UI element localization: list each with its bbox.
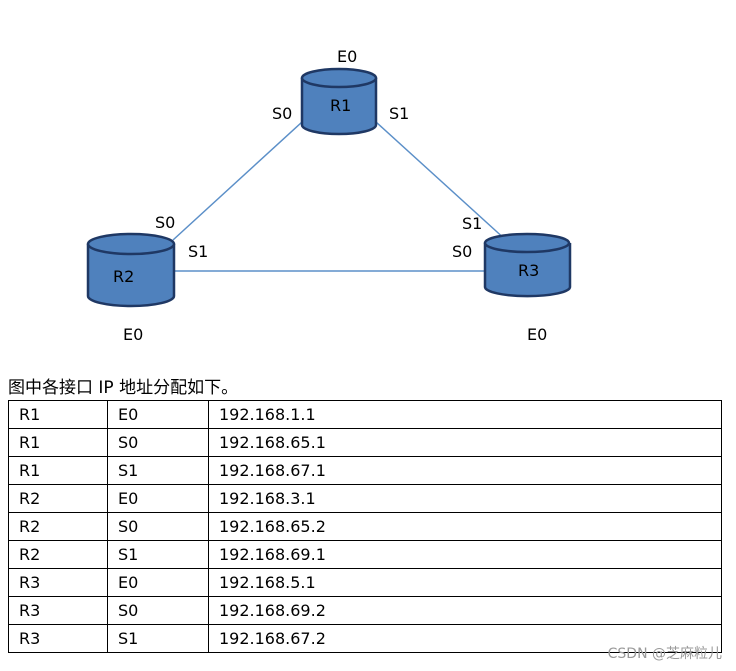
router-cell: R3 bbox=[8, 568, 108, 597]
interface-cell: E0 bbox=[107, 568, 209, 597]
router-cell: R1 bbox=[8, 456, 108, 485]
router-r2-body bbox=[86, 244, 176, 308]
router-cell: R2 bbox=[8, 484, 108, 513]
ip-address-cell: 192.168.1.1 bbox=[208, 400, 722, 429]
ip-address-cell: 192.168.67.2 bbox=[208, 624, 722, 653]
router-r2-name: R2 bbox=[113, 267, 134, 286]
label-r3-s1: S1 bbox=[462, 214, 482, 233]
ip-address-cell: 192.168.5.1 bbox=[208, 568, 722, 597]
label-r2-e0: E0 bbox=[123, 325, 143, 344]
router-r1-top bbox=[300, 67, 378, 89]
watermark: CSDN @芝麻粒儿 bbox=[607, 646, 722, 662]
interface-cell: S1 bbox=[107, 456, 209, 485]
router-r3-top bbox=[483, 232, 571, 254]
interface-cell: S0 bbox=[107, 596, 209, 625]
interface-cell: S0 bbox=[107, 428, 209, 457]
router-cell: R2 bbox=[8, 540, 108, 569]
link-r1-r3 bbox=[375, 121, 508, 242]
ip-address-cell: 192.168.69.1 bbox=[208, 540, 722, 569]
router-r1-name: R1 bbox=[330, 96, 351, 115]
router-cell: R3 bbox=[8, 596, 108, 625]
router-r2-top bbox=[86, 232, 176, 256]
router-r1: R1 bbox=[300, 67, 378, 136]
link-r1-r2 bbox=[172, 121, 303, 241]
label-r1-s0: S0 bbox=[272, 104, 292, 123]
interface-cell: S0 bbox=[107, 512, 209, 541]
interface-cell: E0 bbox=[107, 400, 209, 429]
router-r3-body bbox=[483, 243, 572, 298]
router-r3: R3 bbox=[483, 232, 572, 298]
label-r3-s0: S0 bbox=[452, 242, 472, 261]
router-cell: R1 bbox=[8, 400, 108, 429]
network-topology-diagram: R1 R2 R3 E0 S0 S1 S0 S1 E0 S1 S0 E0 bbox=[86, 47, 572, 344]
label-r1-s1: S1 bbox=[389, 104, 409, 123]
router-r2: R2 bbox=[86, 232, 176, 308]
router-cell: R1 bbox=[8, 428, 108, 457]
ip-address-cell: 192.168.65.2 bbox=[208, 512, 722, 541]
label-r2-s1: S1 bbox=[188, 242, 208, 261]
interface-cell: S1 bbox=[107, 624, 209, 653]
router-r3-name: R3 bbox=[518, 261, 539, 280]
ip-address-cell: 192.168.67.1 bbox=[208, 456, 722, 485]
interface-cell: S1 bbox=[107, 540, 209, 569]
table-caption: 图中各接口 IP 地址分配如下。 bbox=[8, 378, 239, 398]
ip-address-cell: 192.168.69.2 bbox=[208, 596, 722, 625]
router-cell: R3 bbox=[8, 624, 108, 653]
ip-address-cell: 192.168.3.1 bbox=[208, 484, 722, 513]
router-r1-body bbox=[300, 78, 378, 136]
label-r1-e0: E0 bbox=[337, 47, 357, 66]
label-r3-e0: E0 bbox=[527, 325, 547, 344]
router-cell: R2 bbox=[8, 512, 108, 541]
label-r2-s0: S0 bbox=[155, 213, 175, 232]
ip-address-cell: 192.168.65.1 bbox=[208, 428, 722, 457]
interface-cell: E0 bbox=[107, 484, 209, 513]
